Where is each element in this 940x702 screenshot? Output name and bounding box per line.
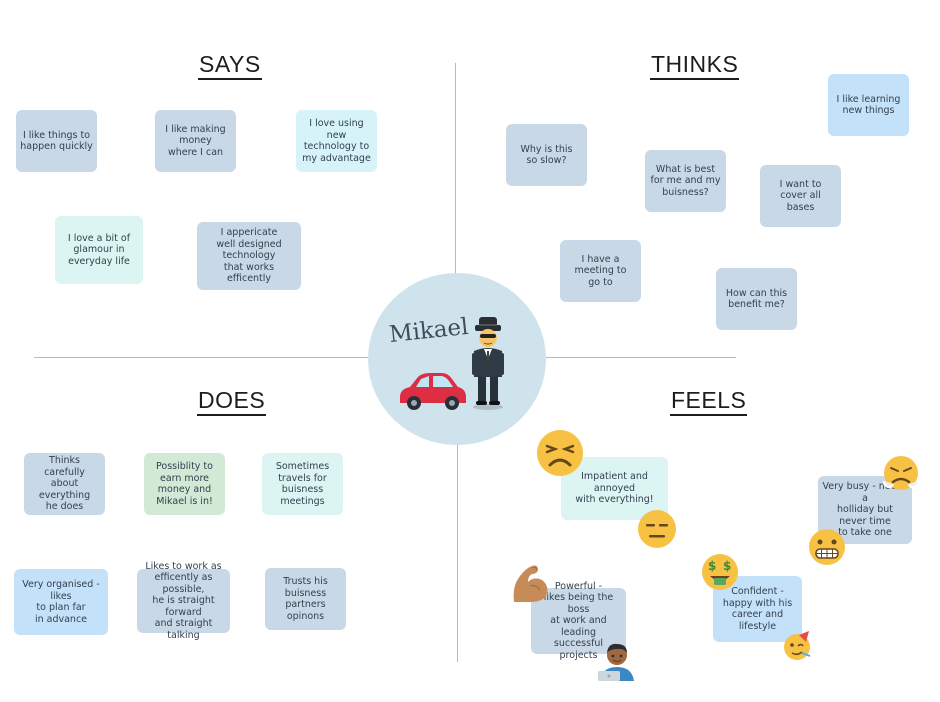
red-car-icon [400,373,466,410]
horizontal-divider-right [546,357,736,358]
vertical-divider [455,63,456,275]
says-title: SAYS [198,52,262,80]
sticky-note[interactable]: Possiblity to earn more money and Mikael… [144,453,225,515]
persevering-face-icon [537,430,583,476]
expressionless-face-icon [638,510,676,548]
sticky-note[interactable]: Impatient and annoyed with everything! [561,457,668,520]
sticky-note[interactable]: I appericate well designed technology th… [197,222,301,290]
sticky-note[interactable]: Very organised - likes to plan far in ad… [14,569,108,635]
detective-icon [472,317,504,410]
money-mouth-face-icon: $ $ [702,554,738,590]
sticky-note[interactable]: What is best for me and my buisness? [645,150,726,212]
svg-text:$: $ [708,559,716,573]
steam-face-icon [883,456,919,490]
sticky-note[interactable]: Thinks carefully about everything he doe… [24,453,105,515]
flexed-biceps-icon [513,565,548,602]
grimacing-face-icon [809,529,845,565]
sticky-note[interactable]: Likes to work as efficently as possible,… [137,561,230,641]
horizontal-divider [34,357,368,358]
party-face-icon [784,631,811,660]
thinks-title: THINKS [650,52,740,80]
sticky-note[interactable]: Trusts his buisness partners opinons [265,568,346,630]
sticky-note[interactable]: Powerful - likes being the boss at work … [531,581,626,661]
svg-text:$: $ [723,559,731,573]
vertical-divider-lower [457,444,458,662]
sticky-note[interactable]: I want to cover all bases [760,165,841,227]
persona-circle [368,273,546,445]
sticky-note[interactable]: I like making money where I can [155,110,236,172]
does-title: DOES [197,388,267,416]
feels-title: FEELS [670,388,748,416]
sticky-note[interactable]: I have a meeting to go to [560,240,641,302]
sticky-note[interactable]: Why is this so slow? [506,124,587,186]
sticky-note[interactable]: I like learning new things [828,74,909,136]
sticky-note[interactable]: I like things to happen quickly [16,110,97,172]
sticky-note[interactable]: How can this benefit me? [716,268,797,330]
sticky-note[interactable]: I love a bit of glamour in everyday life [55,216,143,284]
man-technologist-icon [598,643,634,681]
sticky-note[interactable]: Sometimes travels for buisness meetings [262,453,343,515]
sticky-note[interactable]: I love using new technology to my advant… [296,110,377,172]
